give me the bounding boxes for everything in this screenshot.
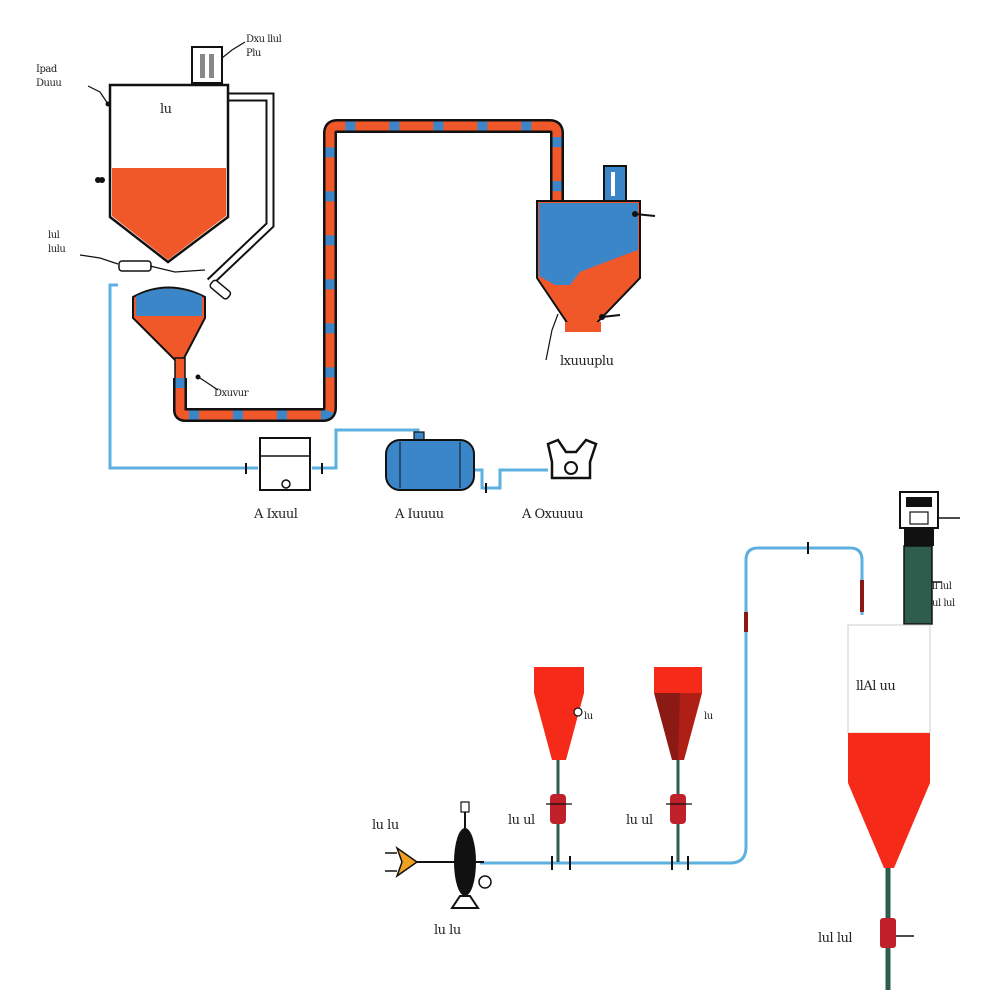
- top-blower: [899, 491, 960, 625]
- conveyor-line: [175, 121, 562, 420]
- valve2-label: lu ul: [626, 813, 653, 828]
- dispenser1-label: lu: [584, 711, 594, 722]
- unit3-label: A Oxuuuu: [521, 507, 583, 522]
- compressor-icon: [546, 438, 598, 480]
- conveyor-label: Dxuvur: [214, 388, 249, 399]
- air-line-left: [108, 283, 258, 470]
- main-silo: [847, 624, 931, 990]
- hopper-valve: [118, 260, 152, 272]
- unit1-label: A Ixuul: [253, 507, 298, 522]
- dispenser-1: [534, 667, 584, 862]
- transport-line: [480, 546, 864, 865]
- conveyor-line-outline: [173, 119, 564, 422]
- receiver-label: lxuuuplu: [560, 354, 614, 369]
- blower-bottom-label: ul lul: [932, 598, 955, 609]
- blower-motor: [385, 801, 492, 909]
- feed-hopper: [108, 83, 230, 264]
- top-filter-label: Dxu llul Plu: [246, 34, 284, 59]
- conveyor-line-dashes: [175, 121, 562, 420]
- motor-label: lu lu: [372, 818, 399, 833]
- blower-top-label: ll lul: [932, 581, 952, 592]
- air-tank: [385, 431, 475, 491]
- dispenser2-label: lu: [704, 711, 714, 722]
- air-line-right: [474, 468, 548, 490]
- bottom-valve-label: lul lul: [818, 931, 852, 946]
- unit2-label: A Iuuuu: [394, 507, 444, 522]
- filter-unit: [259, 437, 311, 491]
- valve1-label: lu ul: [508, 813, 535, 828]
- blower-base-label: lu lu: [434, 923, 461, 938]
- top-filter: [191, 46, 223, 84]
- feed-hopper-label: Ipad Duuu: [36, 64, 62, 89]
- silo-label: llAl uu: [856, 679, 895, 694]
- valve-label: lul lulu: [48, 230, 66, 255]
- receiver-silo: [536, 165, 641, 332]
- cyclone-hopper: [132, 286, 206, 381]
- hopper-tag: lu: [160, 102, 172, 117]
- dispenser-2: [654, 667, 702, 862]
